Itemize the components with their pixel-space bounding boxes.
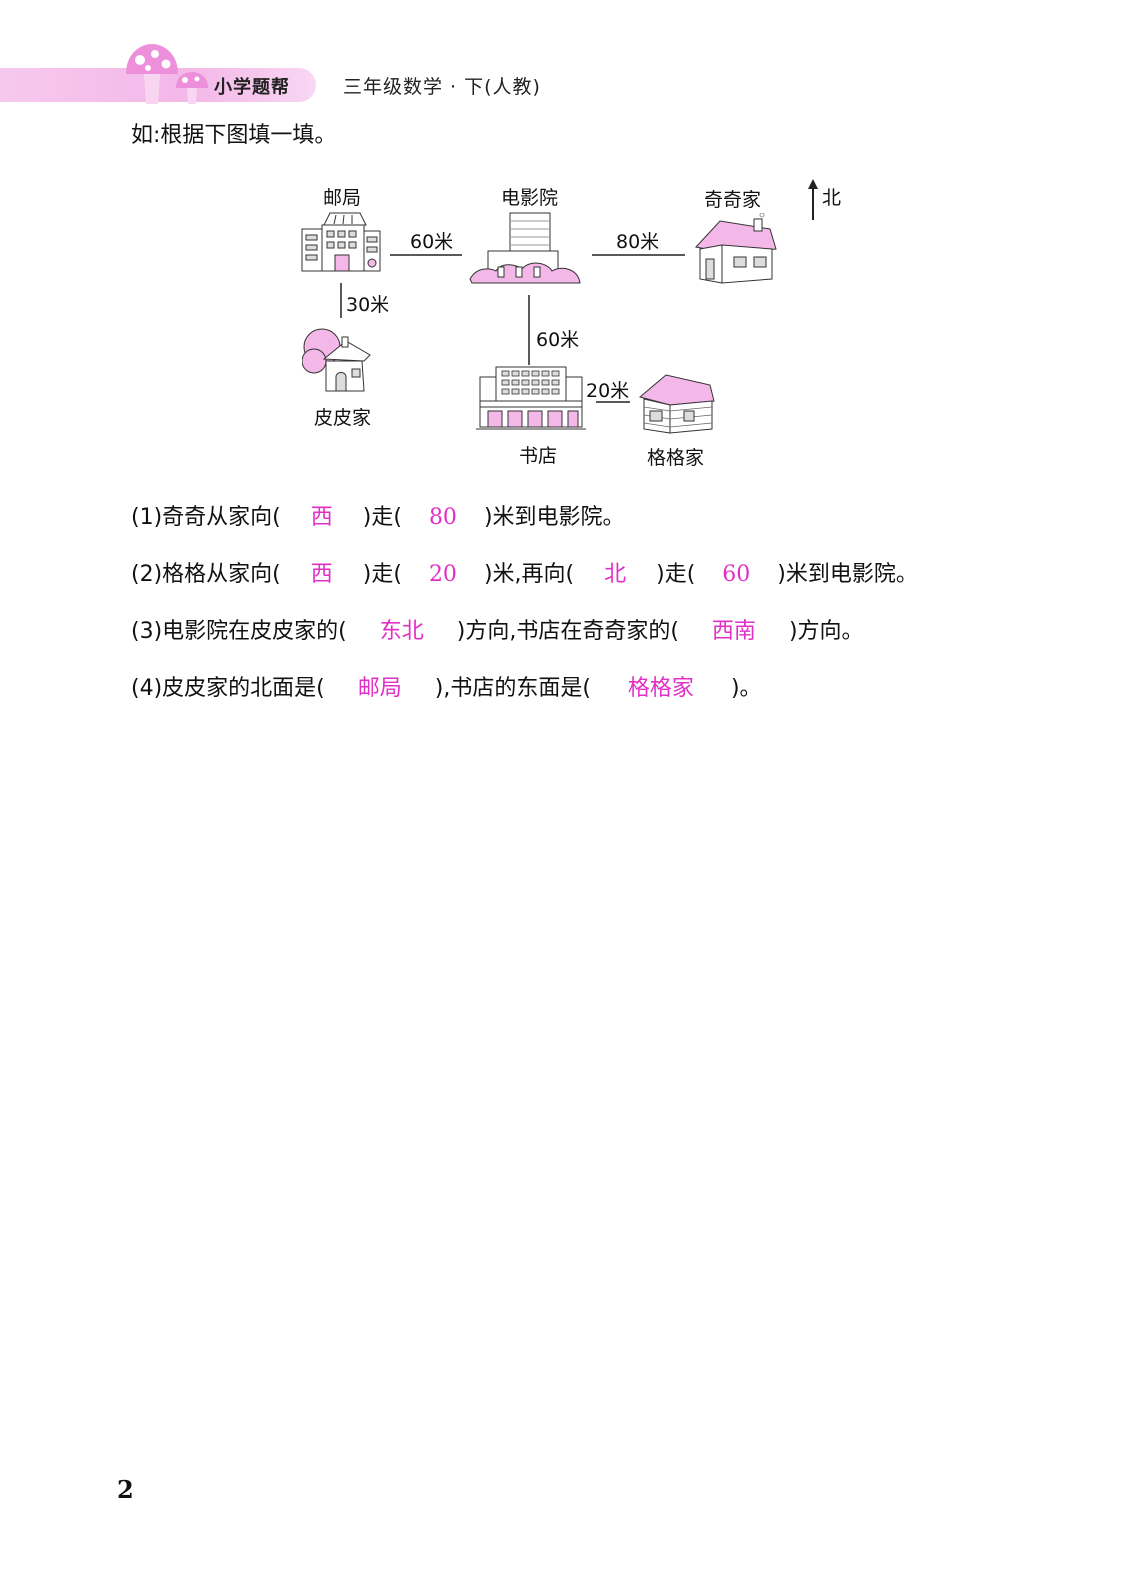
brand-name: 小学题帮 [214, 77, 290, 98]
question-text: )米到电影院。 [483, 505, 625, 530]
question-text: 皮皮家的北面是( [162, 676, 325, 701]
answer-place: 格格家 [627, 676, 694, 701]
question-text: 格格从家向( [162, 562, 281, 587]
label-dist-post-cinema: 60米 [410, 231, 454, 253]
label-north: 北 [822, 187, 842, 209]
map-lines [340, 179, 818, 403]
answer-direction: 东北 [379, 619, 424, 644]
question-text: )走( [362, 505, 402, 530]
question-list: (1)奇奇从家向( 西 )走( 80 )米到电影院。 (2)格格从家向( 西 )走( 20 )米… [131, 500, 1081, 728]
direction-map: 邮局 电影院 奇奇家 北 60米 80米 30米 60米 20米 皮皮家 书店 … [290, 175, 860, 475]
question-number: (2) [131, 562, 163, 587]
qiqi-home-icon [695, 213, 777, 284]
page-number: 2 [117, 1475, 134, 1504]
label-cinema: 电影院 [501, 187, 559, 209]
mushroom-icon [126, 44, 178, 104]
mushroom-small-icon [176, 72, 208, 104]
question-text: )方向,书店在奇奇家的( [456, 619, 679, 644]
question-1: (1)奇奇从家向( 西 )走( 80 )米到电影院。 [131, 500, 1081, 557]
question-text: )。 [730, 676, 762, 701]
question-number: (3) [131, 619, 163, 644]
answer-distance: 20 [428, 562, 457, 587]
label-dist-post-pipi: 30米 [346, 294, 390, 316]
label-dist-cinema-qiqi: 80米 [616, 231, 660, 253]
question-text: )走( [362, 562, 402, 587]
question-text: )方向。 [788, 619, 864, 644]
label-gege-home: 格格家 [647, 447, 705, 469]
label-pipi-home: 皮皮家 [314, 407, 372, 429]
intro-text: 如:根据下图填一填。 [131, 123, 337, 148]
gege-home-icon [638, 374, 715, 434]
answer-direction: 西 [310, 562, 333, 587]
answer-distance: 80 [428, 505, 457, 530]
post-office-icon [301, 212, 381, 272]
answer-place: 邮局 [357, 676, 402, 701]
pipi-home-icon [302, 328, 371, 392]
question-4: (4)皮皮家的北面是( 邮局 ),书店的东面是( 格格家 )。 [131, 671, 1081, 728]
label-qiqi-home: 奇奇家 [704, 189, 762, 211]
label-dist-cinema-bookstore: 60米 [536, 329, 580, 351]
question-2: (2)格格从家向( 西 )走( 20 )米,再向( 北 )走( 60 )米到电影院。 [131, 557, 1081, 614]
answer-distance: 60 [722, 562, 751, 587]
answer-direction: 北 [604, 562, 627, 587]
question-text: ),书店的东面是( [434, 676, 591, 701]
question-3: (3)电影院在皮皮家的( 东北 )方向,书店在奇奇家的( 西南 )方向。 [131, 614, 1081, 671]
question-text: )走( [656, 562, 696, 587]
question-number: (4) [131, 676, 163, 701]
question-text: )米,再向( [483, 562, 575, 587]
book-title: 三年级数学 · 下(人教) [343, 76, 541, 98]
question-text: )米到电影院。 [777, 562, 918, 587]
bookstore-icon [476, 366, 586, 430]
question-text: 奇奇从家向( [162, 505, 281, 530]
question-number: (1) [131, 505, 163, 530]
label-bookstore: 书店 [519, 445, 558, 467]
label-dist-bookstore-gege: 20米 [586, 380, 630, 402]
label-post-office: 邮局 [323, 187, 362, 209]
cinema-icon [469, 212, 581, 284]
question-text: 电影院在皮皮家的( [162, 619, 347, 644]
answer-direction: 西南 [711, 619, 756, 644]
answer-direction: 西 [310, 505, 333, 530]
